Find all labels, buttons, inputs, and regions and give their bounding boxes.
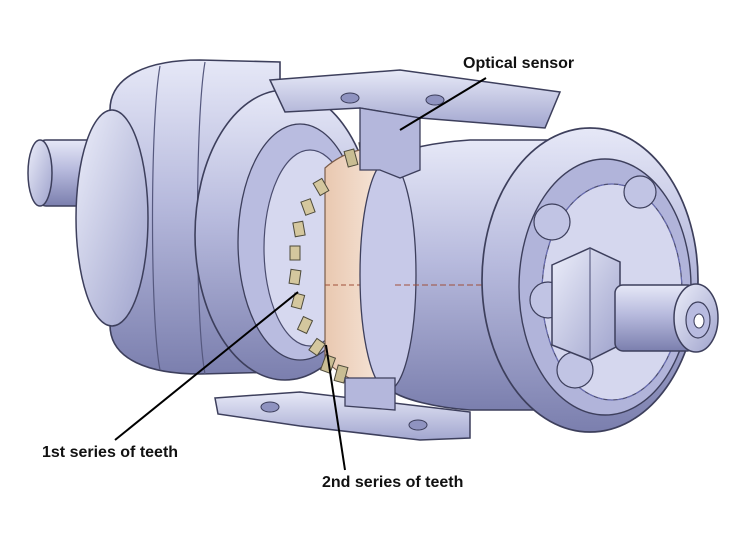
hex-nut bbox=[551, 247, 621, 361]
optical-sensor-label: Optical sensor bbox=[463, 55, 575, 72]
leader-lines bbox=[114, 77, 487, 471]
bottom-sensor-bracket bbox=[214, 377, 471, 441]
first-series-teeth-label: 1st series of teeth bbox=[42, 444, 179, 461]
right-shaft-end bbox=[614, 283, 719, 353]
leader-first-series bbox=[114, 291, 299, 441]
first-teeth-series bbox=[288, 177, 330, 357]
top-sensor-bracket bbox=[268, 69, 562, 179]
leader-optical-sensor bbox=[399, 77, 487, 131]
leader-second-series bbox=[325, 344, 346, 471]
second-series-teeth-label: 2nd series of teeth bbox=[322, 474, 464, 491]
